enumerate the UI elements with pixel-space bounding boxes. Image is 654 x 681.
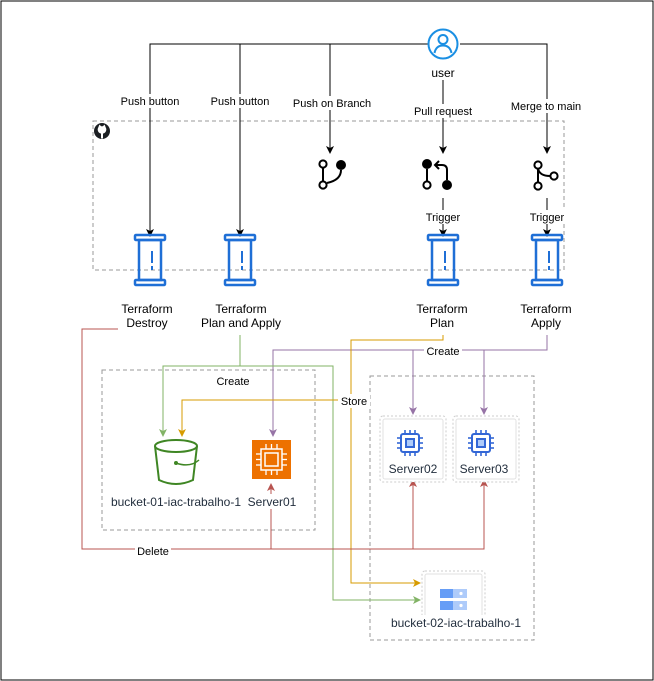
label-pull-request: Pull request <box>414 106 472 118</box>
compute-engine-icon <box>467 429 495 457</box>
edge-labels: Push button Push button Push on Branch P… <box>118 94 583 558</box>
user-label: user <box>431 66 454 80</box>
pipeline-plan[interactable]: Terraform Plan <box>416 233 468 330</box>
region-group-left <box>101 369 316 531</box>
server03-card-inner <box>455 418 517 480</box>
compute-engine-icon <box>396 429 424 457</box>
plan-store-edges <box>178 335 444 587</box>
edge-user-destroy <box>146 43 429 237</box>
server01-label: Server01 <box>248 495 297 509</box>
pipeline-destroy[interactable]: Terraform Destroy <box>121 233 173 330</box>
bucket01-node[interactable]: bucket-01-iac-trabalho-1 <box>111 439 241 509</box>
user-edges <box>146 43 551 237</box>
github-repo-group <box>92 120 565 271</box>
github-icon <box>94 123 110 139</box>
server01-node[interactable]: Server01 <box>243 440 301 509</box>
pipeline-plan-icon <box>426 233 460 287</box>
label-push-button-plan-apply: Push button <box>211 96 270 108</box>
label-merge-to-main: Merge to main <box>511 101 581 113</box>
edge-planapply-bucket02 <box>240 365 421 604</box>
plan-apply-create-edges <box>159 335 421 604</box>
edge-destroy-server03 <box>81 328 488 550</box>
pipeline-plan-label-2: Plan <box>430 316 454 330</box>
pipeline-plan-apply-label-2: Plan and Apply <box>201 316 281 330</box>
server03-node[interactable]: Server03 <box>452 415 520 483</box>
pipeline-plan-apply-label-1: Terraform <box>215 302 266 316</box>
pipeline-plan-apply[interactable]: Terraform Plan and Apply <box>201 233 281 330</box>
label-delete: Delete <box>137 546 169 558</box>
label-create-plan-apply: Create <box>216 376 249 388</box>
cloud-storage-icon <box>440 589 467 610</box>
label-push-on-branch: Push on Branch <box>293 98 371 110</box>
bucket02-label: bucket-02-iac-trabalho-1 <box>391 616 521 630</box>
edge-plan-bucket02 <box>350 335 444 587</box>
label-push-button-destroy: Push button <box>121 96 180 108</box>
edge-user-merge <box>460 43 551 154</box>
pipeline-destroy-label-1: Terraform <box>121 302 172 316</box>
label-trigger-apply: Trigger <box>530 212 565 224</box>
edge-user-push-branch <box>326 43 429 154</box>
git-pull-request-icon <box>422 159 452 190</box>
git-merge-icon <box>533 160 559 191</box>
user-icon <box>427 28 459 60</box>
server02-node[interactable]: Server02 <box>379 415 447 483</box>
pipeline-destroy-icon <box>133 233 167 287</box>
edge-user-plan-apply <box>236 43 429 237</box>
user-node[interactable]: user <box>426 28 460 81</box>
edge-plan-bucket01 <box>178 399 351 437</box>
pipeline-plan-label-1: Terraform <box>416 302 467 316</box>
server03-label: Server03 <box>460 462 509 476</box>
edge-apply-server01 <box>269 335 548 437</box>
pipeline-apply-label-1: Terraform <box>520 302 571 316</box>
pipeline-apply[interactable]: Terraform Apply <box>520 233 572 330</box>
ec2-instance-icon <box>252 440 291 479</box>
git-branch-icon <box>318 159 346 190</box>
pipeline-apply-icon <box>530 233 564 287</box>
edge-planapply-bucket01 <box>159 335 241 437</box>
pipeline-plan-apply-icon <box>223 233 257 287</box>
pipeline-apply-label-2: Apply <box>531 316 561 330</box>
bucket01-label: bucket-01-iac-trabalho-1 <box>111 495 241 509</box>
label-trigger-plan: Trigger <box>426 212 461 224</box>
pipeline-destroy-label-2: Destroy <box>126 316 167 330</box>
bucket02-node[interactable]: bucket-02-iac-trabalho-1 <box>385 570 531 630</box>
server02-label: Server02 <box>389 462 438 476</box>
label-create-apply: Create <box>426 346 459 358</box>
server02-card-inner <box>382 418 444 480</box>
apply-create-edges <box>269 335 548 437</box>
region-group-right <box>369 375 535 641</box>
label-store: Store <box>341 396 367 408</box>
s3-bucket-icon <box>154 439 200 485</box>
